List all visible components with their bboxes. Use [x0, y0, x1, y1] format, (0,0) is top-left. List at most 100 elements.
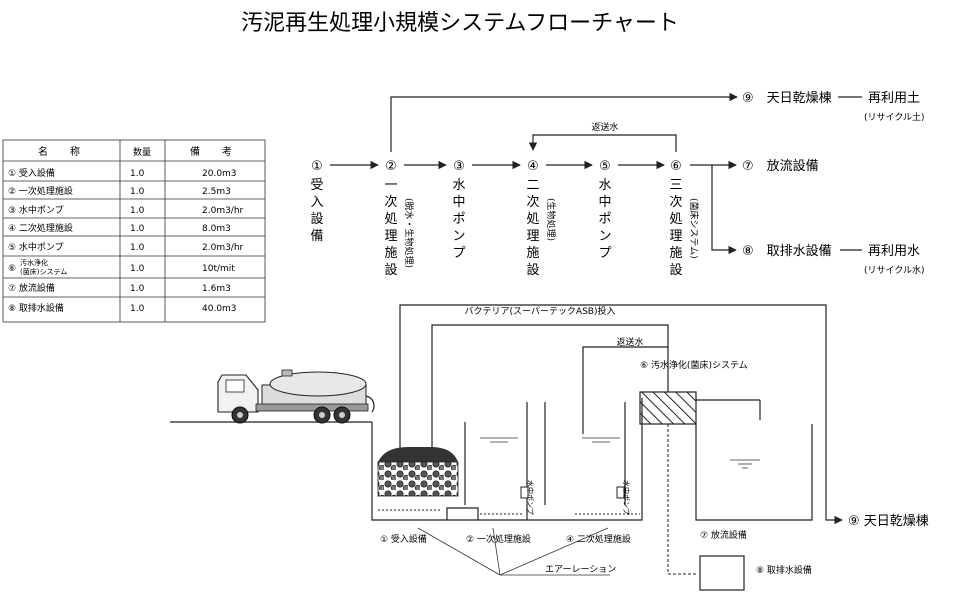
flow-node-sublabel: (生物処理) [545, 198, 557, 241]
table-header-name: 名 称 [38, 145, 86, 158]
table-row-name: ② 一次処理施設 [8, 185, 73, 197]
flow-node-label-char: 次 [384, 194, 397, 210]
flow-node-label-char: 中 [598, 195, 611, 210]
drying-shed-label: ⑨ 天日乾燥棟 [742, 91, 832, 106]
flow-node-label-char: 理 [526, 229, 539, 244]
filter-bed [377, 461, 459, 497]
table-row-note: 2.0m3/hr [202, 243, 244, 253]
table-row-name: ⑤ 水中ポンプ [8, 241, 64, 253]
drying-feed-line [399, 304, 843, 525]
flow-node-label-char: ポ [452, 212, 465, 227]
intake-arrow [711, 165, 737, 255]
aeration-label: エアーレーション [545, 565, 616, 575]
drying-arrow [390, 92, 738, 152]
table-row-name: ④ 二次処理施設 [8, 222, 73, 234]
flow-node-label-char: 次 [669, 194, 682, 210]
flow-node-label-char: 次 [526, 194, 539, 210]
flow-node-label-char: 二 [526, 178, 539, 193]
process-schematic: バクテリア(スーパーテックASB)投入 返送水 水中ポンプ 水中ポンプ ⑥ 汚水… [170, 304, 929, 591]
table-row-note: 1.6m3 [202, 284, 231, 294]
table-row-name-line2: (菌床)システム [20, 267, 67, 276]
equipment-table: 名 称 数量 備 考 ① 受入設備 1.0 20.0m3 ② 一次処理施設 1.… [2, 139, 266, 323]
return-water-label: 返送水 [591, 121, 618, 133]
table-row-qty: 1.0 [130, 187, 145, 197]
pump-label: 水中ポンプ [622, 480, 631, 515]
flow-node-number: ① [311, 159, 323, 174]
discharge-label: ⑦ 放流設備 [700, 529, 747, 541]
reuse-soil-label: 再利用土 [868, 91, 920, 106]
flow-node-label-char: プ [598, 246, 611, 261]
flow-node-label-char: 受 [310, 178, 323, 193]
flow-node-label-char: 設 [310, 211, 323, 227]
table-row-name-prefix: ⑥ [8, 264, 16, 274]
bacterial-bed-system [639, 391, 697, 425]
discharge-label: ⑦ 放流設備 [742, 158, 819, 174]
flow-node-number: ⑤ [599, 159, 611, 174]
flow-node-number: ③ [453, 159, 465, 174]
flow-node-label-char: 処 [669, 212, 682, 227]
intake-label: ⑧ 取排水設備 [742, 243, 832, 259]
table-row-name: ⑦ 放流設備 [8, 282, 55, 294]
flow-node-number: ⑥ [670, 159, 682, 174]
table-row-name: ③ 水中ポンプ [8, 204, 64, 216]
flow-node-label-char: 水 [452, 178, 465, 193]
flow-node-label-char: 設 [526, 262, 539, 278]
table-row-note: 2.0m3/hr [202, 206, 244, 216]
flow-node-label-char: 理 [669, 229, 682, 244]
page-title: 汚泥再生処理小規模システムフローチャート [241, 11, 679, 36]
table-row-qty: 1.0 [130, 284, 145, 294]
intake-label: ⑧ 取排水設備 [756, 564, 812, 576]
pump-label: 水中ポンプ [526, 480, 535, 515]
flow-node-label-char: 三 [669, 178, 682, 193]
flow-node-label-char: 処 [384, 212, 397, 227]
table-row-qty: 1.0 [130, 169, 145, 179]
return-water-label: 返送水 [616, 336, 643, 348]
flow-node-label-char: ン [598, 229, 611, 244]
flow-node-label-char: 施 [669, 246, 682, 261]
flow-node-label-char: 処 [526, 212, 539, 227]
flow-node-label-char: 施 [384, 246, 397, 261]
intake-tank [699, 555, 745, 591]
bacteria-label: バクテリア(スーパーテックASB)投入 [465, 305, 616, 317]
flow-node-label-char: 理 [384, 229, 397, 244]
tanker-truck-icon [217, 369, 375, 424]
primary-label: ② 一次処理施設 [466, 533, 531, 545]
reuse-soil-sub: (リサイクル土) [864, 111, 925, 123]
table-row-note: 2.5m3 [202, 187, 231, 197]
flow-node-label-char: 一 [384, 178, 397, 193]
flow-node-label-char: 設 [669, 262, 682, 278]
table-row-name-line1: 汚水浄化 [20, 258, 48, 267]
flow-node-label-char: プ [452, 246, 465, 261]
flow-node-label-char: ン [452, 229, 465, 244]
reuse-water-sub: (リサイクル水) [864, 264, 925, 276]
table-header-qty: 数量 [133, 146, 151, 158]
table-row-qty: 1.0 [130, 264, 145, 274]
flow-node-label-char: 備 [310, 228, 323, 244]
return-water-arrow [528, 134, 677, 152]
flow-node-label-char: 水 [598, 178, 611, 193]
table-row-name: ① 受入設備 [8, 167, 55, 179]
bacteria-line [431, 324, 669, 455]
flow-node-label-char: 入 [310, 195, 323, 210]
tank-outline [371, 398, 643, 521]
table-row-name: ⑧ 取排水設備 [8, 302, 64, 314]
flow-node-number: ④ [527, 159, 539, 174]
reuse-water-label: 再利用水 [868, 244, 920, 259]
discharge-basin [695, 424, 813, 521]
flow-node-sublabel: (菌床システム) [688, 198, 700, 259]
table-row-qty: 1.0 [130, 304, 145, 314]
flow-node-number: ② [385, 159, 397, 174]
table-row-note: 8.0m3 [202, 224, 231, 234]
table-row-note: 40.0m3 [202, 304, 237, 314]
table-header-note: 備 考 [190, 145, 238, 158]
system-label: ⑥ 汚水浄化(菌床)システム [640, 359, 748, 371]
table-row-note: 10t/mit [202, 264, 235, 274]
flow-node-label-char: 設 [384, 262, 397, 278]
table-row-note: 20.0m3 [202, 169, 237, 179]
submersible-pump-icon [520, 486, 529, 499]
table-row-qty: 1.0 [130, 243, 145, 253]
flow-node-label-char: 施 [526, 246, 539, 261]
flow-chart: 返送水 ⑨ 天日乾燥棟 再利用土 (リサイクル土) ⑦ 放流設備 ⑧ 取排水設備… [310, 91, 924, 278]
submersible-pump-icon [616, 486, 625, 499]
